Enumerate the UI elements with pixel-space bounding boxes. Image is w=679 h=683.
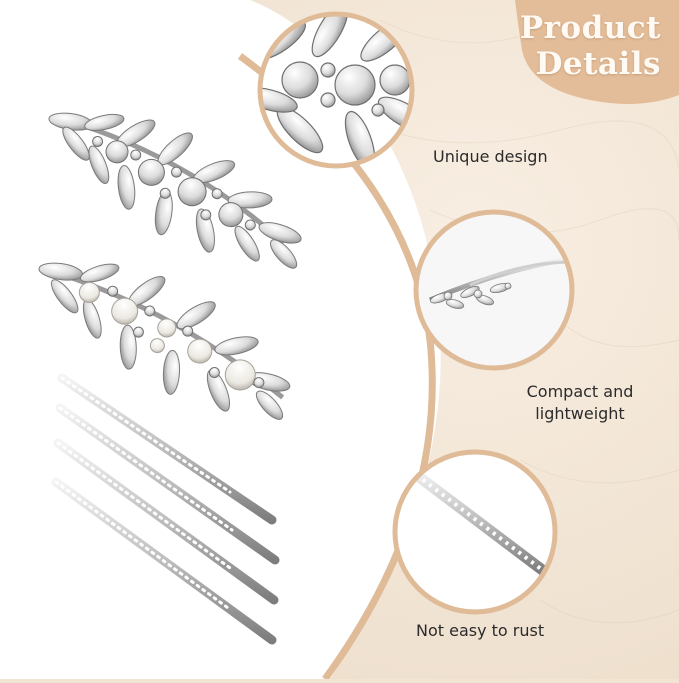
page-title: Product Details xyxy=(520,10,661,82)
bobby-pin xyxy=(55,403,280,565)
title-line-1: Product xyxy=(519,10,661,46)
detail-circle-compact xyxy=(413,209,575,371)
caption-not-rust: Not easy to rust xyxy=(416,621,545,640)
caption-compact-line-2: lightweight xyxy=(535,404,625,423)
title-line-2: Details xyxy=(535,46,661,82)
caption-compact: Compact and lightweight xyxy=(514,381,646,425)
detail-circle-rust xyxy=(392,449,558,615)
white-panel xyxy=(0,0,441,679)
pearl-crystal-barrette xyxy=(38,262,291,420)
bobby-pins xyxy=(51,373,280,645)
caption-unique-design: Unique design xyxy=(433,147,548,166)
caption-compact-line-1: Compact and xyxy=(526,382,634,401)
detail-circle-design xyxy=(257,11,415,169)
bobby-pin xyxy=(51,477,277,645)
bobby-pin xyxy=(53,438,279,605)
bobby-pin xyxy=(57,373,277,525)
crystal-leaf-barrette xyxy=(48,112,302,269)
title-blob xyxy=(515,0,679,104)
